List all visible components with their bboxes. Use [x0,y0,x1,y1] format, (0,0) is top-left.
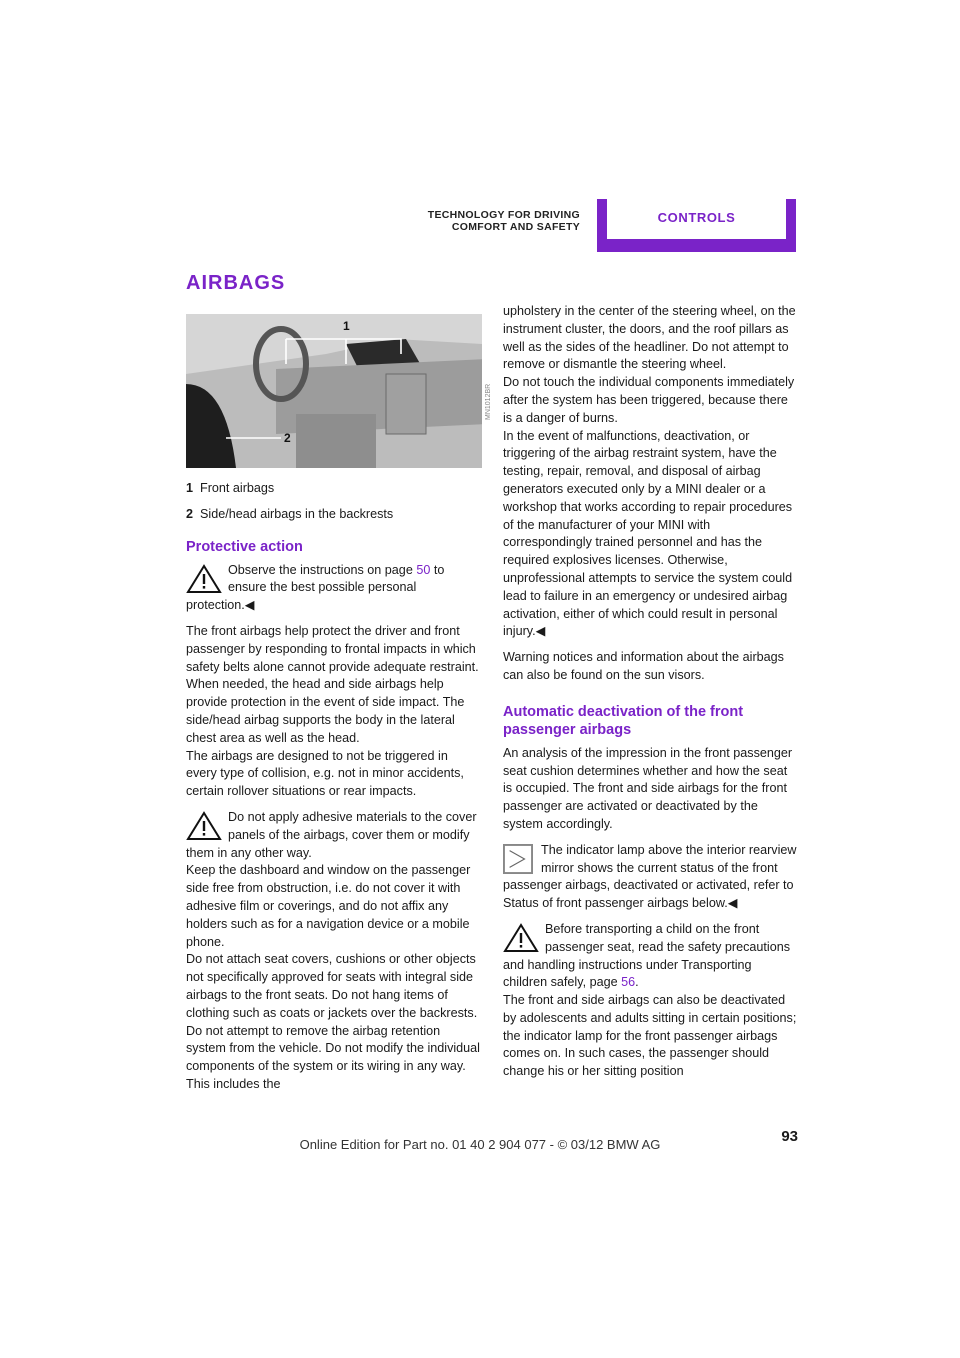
page-link-56[interactable]: 56 [621,975,636,990]
warning-text: Observe the instructions on page [228,562,417,577]
figure-code: MN1012BR [485,383,492,420]
paragraph: An analysis of the impression in the fro… [503,745,793,831]
warning-block: Observe the instructions on page 50 to e… [186,562,482,615]
warning-text: The front and side airbags can also be d… [503,993,797,1079]
footer: Online Edition for Part no. 01 40 2 904 … [299,1137,661,1152]
paragraph: The front airbags help protect the drive… [186,623,479,745]
callout-2: 2 [284,431,291,445]
warning-text: Do not attach seat covers, cushions or o… [186,952,480,1091]
legend-number: 2 [186,506,194,521]
legend-text: Side/head airbags in the backrests [200,506,394,521]
warning-triangle-icon [186,811,222,840]
section-heading: Automatic deactivation of the front pass… [503,703,744,738]
section-heading: Protective action [186,538,303,555]
airbag-figure: 1 2 [186,314,482,468]
page-number: 93 [781,1128,798,1145]
paragraph: Warning notices and information about th… [503,650,784,682]
warning-block: Before transporting a child on the front… [503,921,799,1081]
warning-text: . [635,975,639,990]
paragraph: In the event of malfunctions, deactivati… [503,428,793,639]
legend-item: 1 Front airbags [186,480,482,498]
paragraph: The airbags are designed to not be trigg… [186,748,464,799]
section-tab-label: Controls [657,210,736,225]
figure-legend: 1 Front airbags 2 Side/head airbags in t… [186,480,482,524]
note-arrow-icon [503,843,533,874]
warning-text: Before transporting a child on the front… [503,921,791,990]
paragraph: Do not touch the individual components i… [503,375,795,425]
callout-1: 1 [343,319,350,333]
legend-text: Front airbags [200,481,275,495]
car-interior-illustration: 1 2 [186,314,482,468]
page-title: Airbags [186,272,286,294]
left-column: 1 2 1 Front airbags 2 Side/head airbags … [186,314,482,1102]
note-block: The indicator lamp above the interior re… [503,842,799,913]
paragraph: upholstery in the center of the steering… [503,304,796,372]
warning-block: Do not apply adhesive materials to the c… [186,809,482,1094]
warning-text: to ensure the best possible personal pro… [186,562,445,613]
note-text: The indicator lamp above the interior re… [503,842,797,911]
right-column: upholstery in the center of the steering… [503,303,799,1089]
warning-text: Keep the dashboard and window on the pas… [186,863,471,949]
legend-number: 1 [186,481,194,495]
legend-item: 2 Side/head airbags in the backrests [186,506,482,524]
warning-triangle-icon [186,563,222,593]
warning-triangle-icon [503,922,539,952]
section-tab [597,199,796,252]
warning-text: Do not apply adhesive materials to the c… [186,809,477,860]
running-header: Technology for driving comfort and safet… [427,209,580,233]
page-link-50[interactable]: 50 [416,562,431,577]
